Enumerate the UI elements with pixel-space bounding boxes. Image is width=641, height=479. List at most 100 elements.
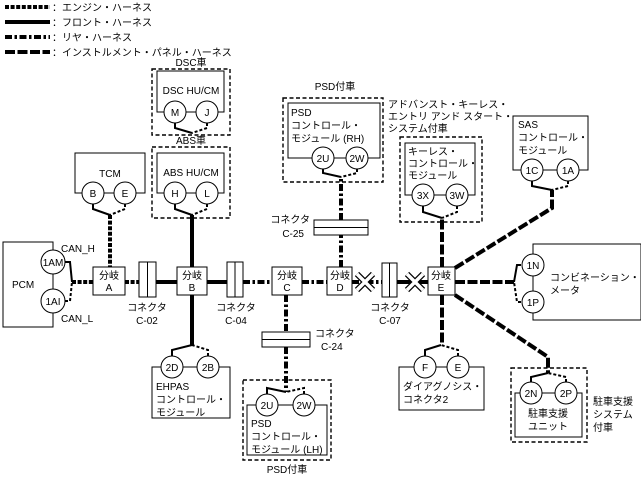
can-l-label: CAN_L [61,314,94,325]
legend: ：エンジン・ハーネス ：フロント・ハーネス ：リヤ・ハーネス ：インストルメント… [5,2,232,59]
pin-f [413,355,437,379]
x-mark-icon [354,271,376,293]
keyless-condition-2: エントリ アンド スタート・ [388,111,513,123]
pin-2n-label: 2N [525,389,538,400]
pin-1ai-label: 1AI [45,297,60,308]
psd-rh-label-1: PSD [291,108,312,119]
connector-c07-id: C-07 [379,316,401,327]
psd-lh-label-2: コントロール・ [251,432,321,443]
branch-e-label: 分岐 [431,269,451,282]
branch-d [326,266,353,296]
ehpas-label-1: EHPAS [156,382,189,393]
connectors: コネクタ C-02 コネクタ C-04 コネクタ C-07 コネクタ C-24 … [127,214,410,353]
wire-e-sas [453,190,554,270]
pin-1ai [40,288,66,314]
legend-engine-label: ：エンジン・ハーネス [52,2,152,14]
pin-j [195,100,219,124]
pin-1n-label: 1N [527,261,540,272]
pin-2p-label: 2P [560,389,573,400]
pin-e-label: E [122,189,129,200]
parking-assist-module: 2N 2P 駐車支援 ユニット 駐車支援 システム 付車 [510,367,633,443]
pin-3w-label: 3W [450,191,466,202]
sas-label-2: コントロール・ [518,133,588,144]
pin-1p [521,290,545,314]
dsc-label: DSC HU/CM [163,86,220,97]
can-h-label: CAN_H [61,244,95,255]
pin-2u-lh-label: 2U [261,401,274,412]
dlc-label-1: ダイアグノシス・ [403,380,482,393]
pin-1am [40,249,66,275]
pin-2u-rh-label: 2U [317,154,330,165]
pin-e [113,181,137,205]
pin-forks [65,123,569,394]
pin-m [163,100,187,124]
pin-2d-label: 2D [166,363,179,374]
pin-2w-rh [345,146,369,170]
pin-2w-lh-label: 2W [297,401,313,412]
connector-c02-label: コネクタ [127,302,167,314]
connector-c04-label: コネクタ [216,302,256,314]
pin-l-label: L [204,189,210,200]
dsc-condition: DSC車 [175,56,206,69]
pin-1p-label: 1P [527,298,540,309]
pin-2n [519,381,543,405]
pin-h [163,181,187,205]
pin-e-dlc-label: E [455,363,462,374]
abs-module: ABS車 ABS HU/CM H L [151,134,231,219]
pin-2u-lh [255,393,279,417]
pin-1a-label: 1A [562,166,575,177]
pin-1c [520,158,544,182]
pin-f-label: F [422,363,428,374]
branch-d-label: 分岐 [330,269,350,282]
x-mark-icon [404,271,426,293]
branch-points: 分岐 A 分岐 B 分岐 C 分岐 D 分岐 E [92,266,456,296]
pin-b [81,181,105,205]
psd-lh-condition: PSD付車 [267,463,308,476]
branch-a-label: 分岐 [99,269,119,282]
pin-1am-label: 1AM [43,258,64,269]
connector-c24-id: C-24 [321,342,343,353]
branch-c [271,266,303,296]
keyless-label-1: キーレス・ [408,147,458,158]
parking-condition-3: 付車 [593,421,613,434]
pin-j-label: J [205,108,210,119]
harness-lines [72,177,554,392]
pin-1a [556,158,580,182]
combination-label-1: コンビネーション・ [550,272,640,284]
dsc-module: DSC車 DSC HU/CM M J [151,56,231,136]
psd-lh-label-1: PSD [251,419,272,430]
pin-e-dlc [446,355,470,379]
branch-c-id: C [283,283,290,294]
pcm-label: PCM [12,280,34,291]
branch-b-label: 分岐 [182,269,202,282]
pin-3w [445,183,469,207]
abs-condition: ABS車 [176,134,206,147]
branch-c-label: 分岐 [277,269,297,282]
tcm-module: TCM B E [74,152,146,205]
branch-b [176,266,208,296]
keyless-label-2: コントロール・ [408,159,478,170]
dlc-label-2: コネクタ2 [403,394,449,406]
branch-a-id: A [106,283,113,294]
connector-c07-label: コネクタ [370,302,410,314]
ehpas-module: 2D 2B EHPAS コントロール・ モジュール [151,355,231,419]
branch-a [92,266,126,296]
parking-condition-1: 駐車支援 [593,395,633,408]
connector-c04-id: C-04 [225,316,247,327]
branch-d-id: D [336,283,343,294]
ehpas-label-2: コントロール・ [156,395,226,406]
pin-2b-label: 2B [202,363,215,374]
parking-label-1: 駐車支援 [528,407,568,420]
tcm-label: TCM [99,169,121,180]
psd-rh-module: PSD付車 PSD コントロール・ モジュール (RH) 2U 2W [282,80,384,183]
abs-label: ABS HU/CM [163,168,219,179]
pin-3x-label: 3X [417,191,430,202]
branch-e-id: E [438,283,445,294]
connector-c24-label: コネクタ [315,328,355,340]
legend-instrument-label: ：インストルメント・パネル・ハーネス [52,47,232,59]
pcm-module: PCM 1AM 1AI CAN_H CAN_L [2,241,95,328]
combination-meter-module: 1N 1P コンビネーション・ メータ [521,243,641,321]
branch-b-id: B [189,283,196,294]
parking-label-2: ユニット [528,422,568,433]
